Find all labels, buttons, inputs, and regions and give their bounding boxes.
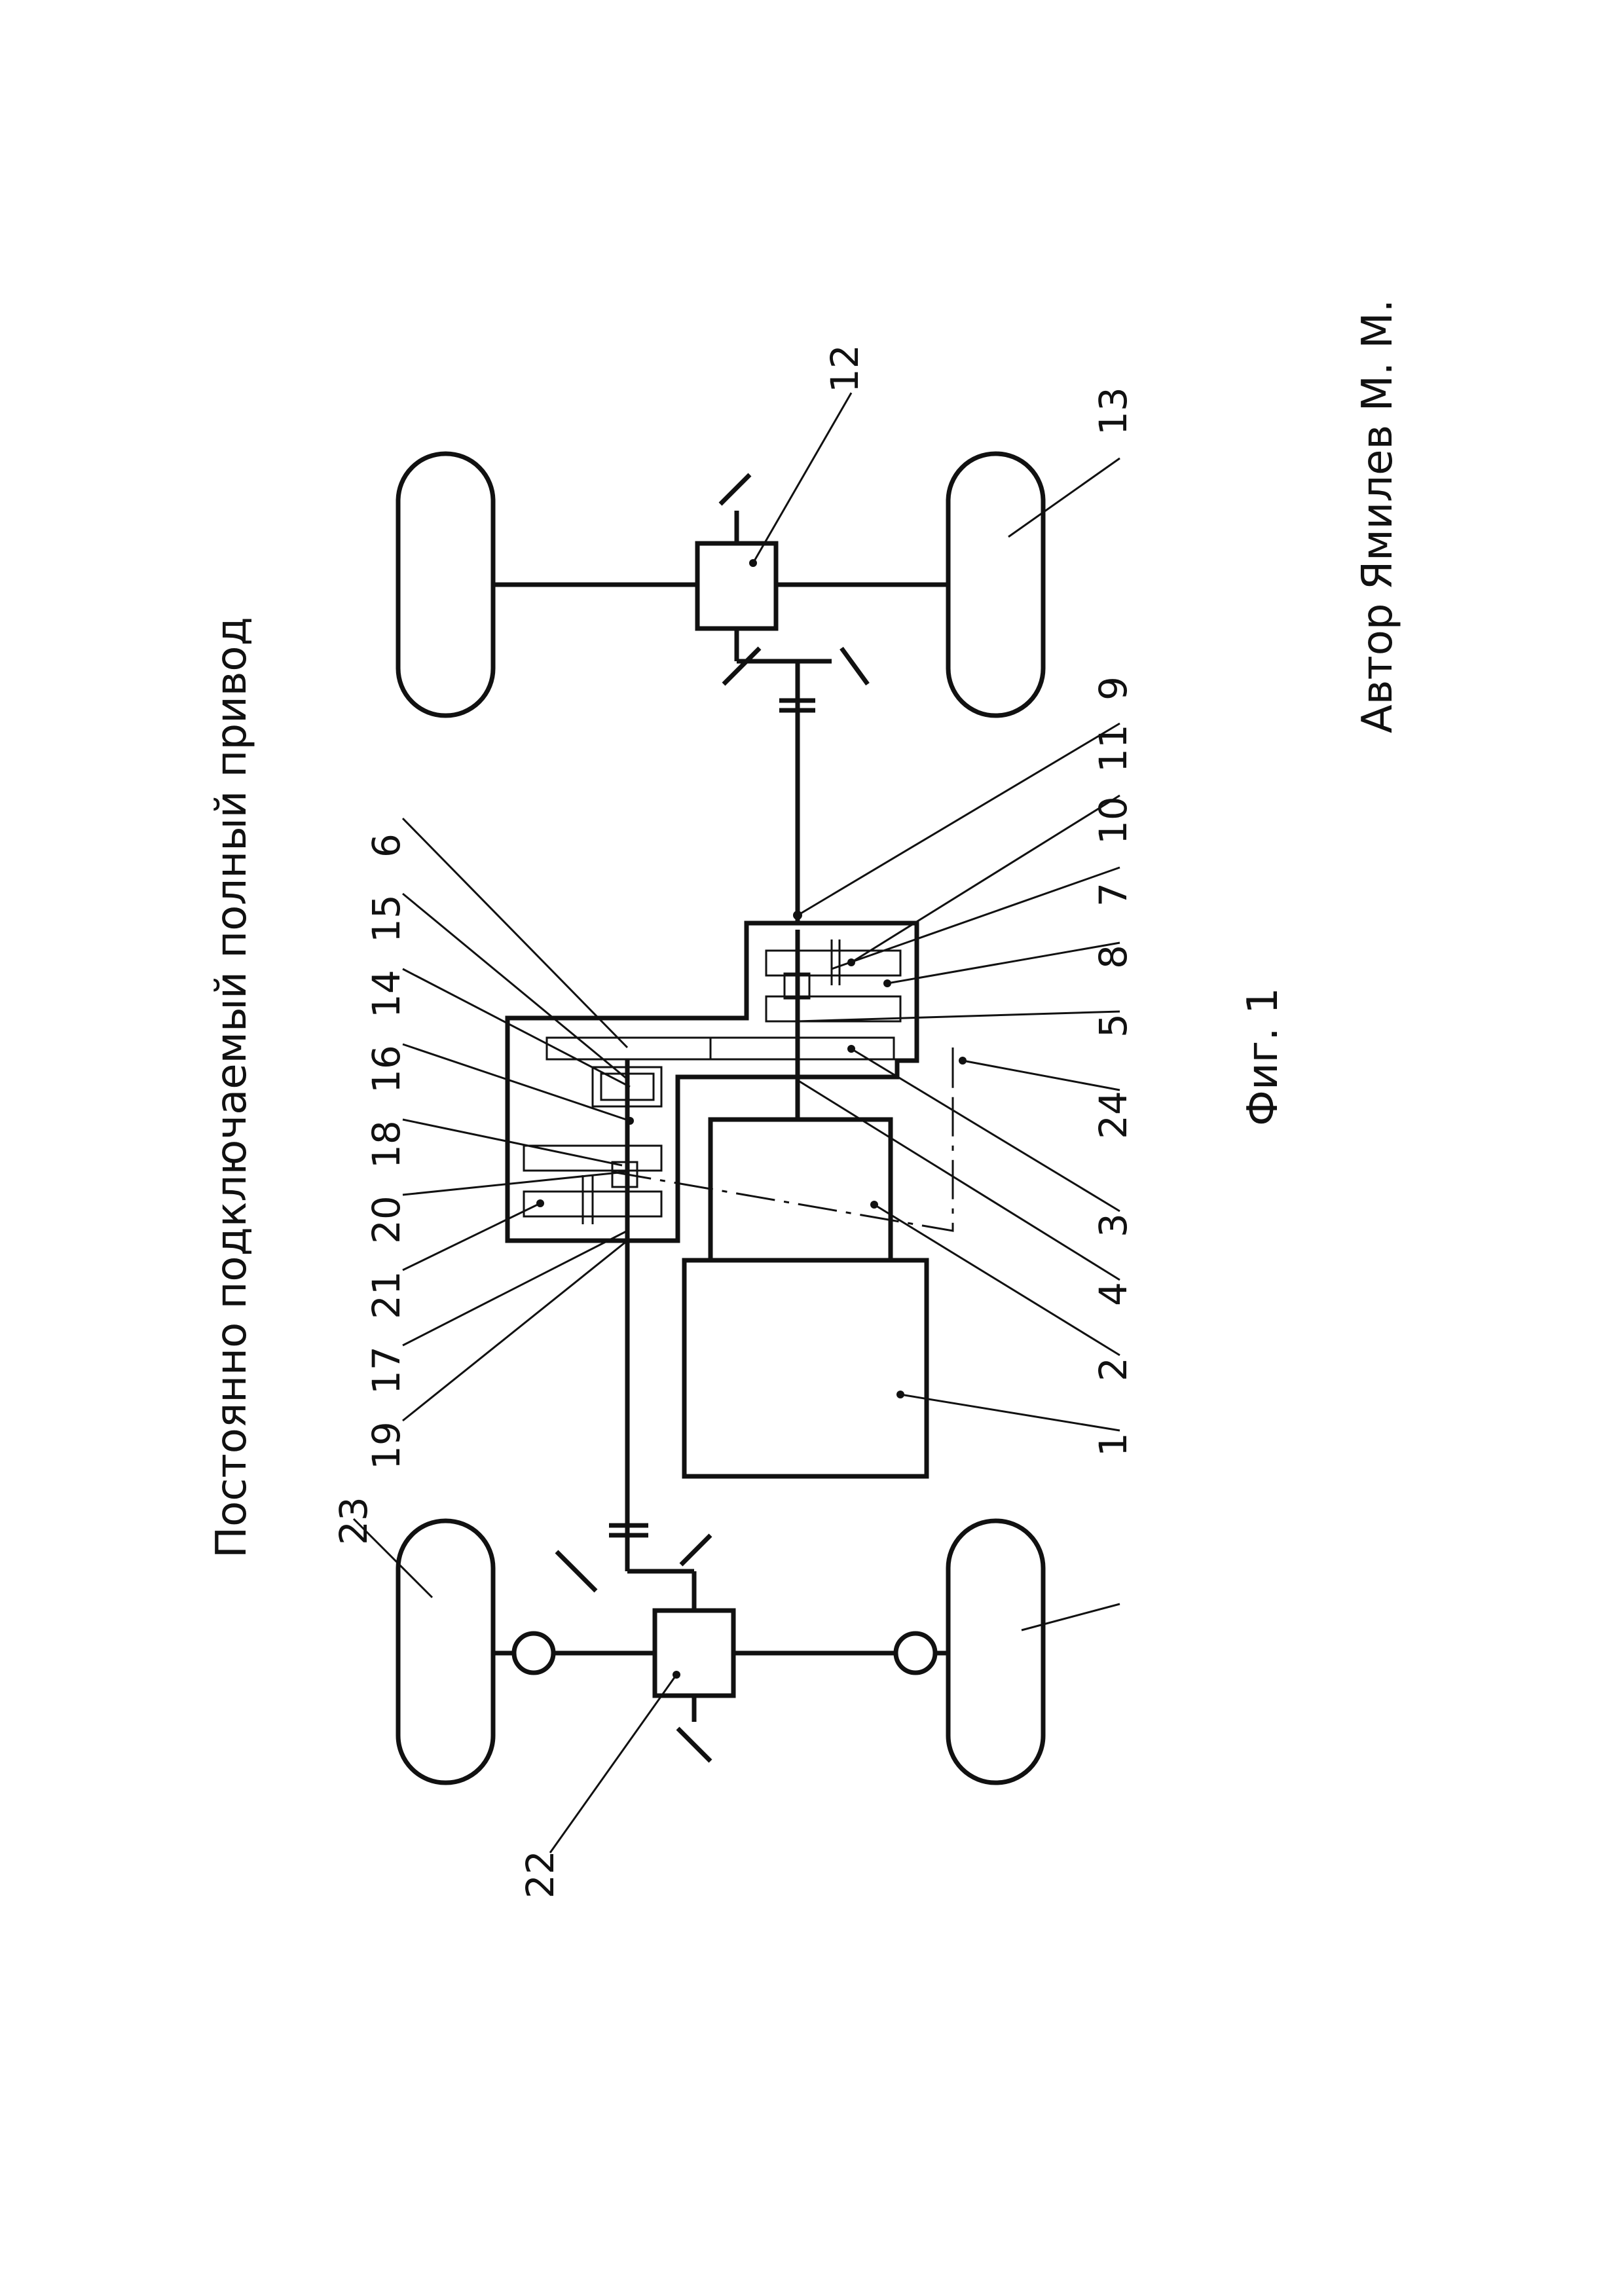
label-23: 23: [331, 1497, 376, 1545]
front-wheel-left: [396, 1518, 496, 1785]
gearbox: [708, 1117, 893, 1263]
label-9: 9: [1091, 676, 1135, 701]
label-2: 2: [1091, 1357, 1135, 1381]
label-13: 13: [1091, 387, 1135, 435]
transfer-case-housing: [505, 920, 919, 1243]
label-19: 19: [364, 1421, 409, 1470]
cv-joint-right: [893, 1631, 938, 1675]
label-20: 20: [364, 1195, 409, 1244]
label-3: 3: [1091, 1213, 1135, 1237]
label-22: 22: [518, 1850, 563, 1899]
label-18: 18: [364, 1120, 409, 1169]
label-17: 17: [364, 1346, 409, 1394]
label-10: 10: [1091, 796, 1135, 845]
label-21: 21: [364, 1271, 409, 1319]
label-14: 14: [364, 970, 409, 1018]
leader-lines: [352, 392, 1120, 1853]
rear-wheel-left: [396, 451, 496, 718]
control-line: [612, 1064, 954, 1232]
label-1: 1: [1091, 1432, 1135, 1457]
label-16: 16: [364, 1045, 409, 1093]
label-5: 5: [1091, 1013, 1135, 1038]
figure-caption: Фиг. 1: [1239, 987, 1287, 1126]
front-axle: [396, 1518, 1046, 1785]
label-24: 24: [1091, 1091, 1135, 1139]
author-line: Автор Ямилев М. М.: [1354, 299, 1402, 733]
label-11: 11: [1091, 724, 1135, 773]
front-differential: [652, 1608, 736, 1698]
label-6: 6: [364, 833, 409, 858]
label-12: 12: [822, 344, 867, 393]
label-8: 8: [1091, 945, 1135, 969]
engine: [682, 1258, 929, 1479]
label-7: 7: [1091, 883, 1135, 907]
diagram-title: Постоянно подключаемый полный привод: [208, 617, 256, 1558]
part-labels: 1 2 4 3 24 5 8 7 10 11 9 13 12 6 15 14 1…: [331, 344, 1135, 1899]
cv-joint-left: [511, 1631, 556, 1675]
label-4: 4: [1091, 1282, 1135, 1306]
label-15: 15: [364, 894, 409, 943]
rear-axle: [396, 451, 1046, 718]
rear-wheel-right: [946, 451, 1046, 718]
front-wheel-right: [946, 1518, 1046, 1785]
rear-differential: [695, 541, 779, 631]
